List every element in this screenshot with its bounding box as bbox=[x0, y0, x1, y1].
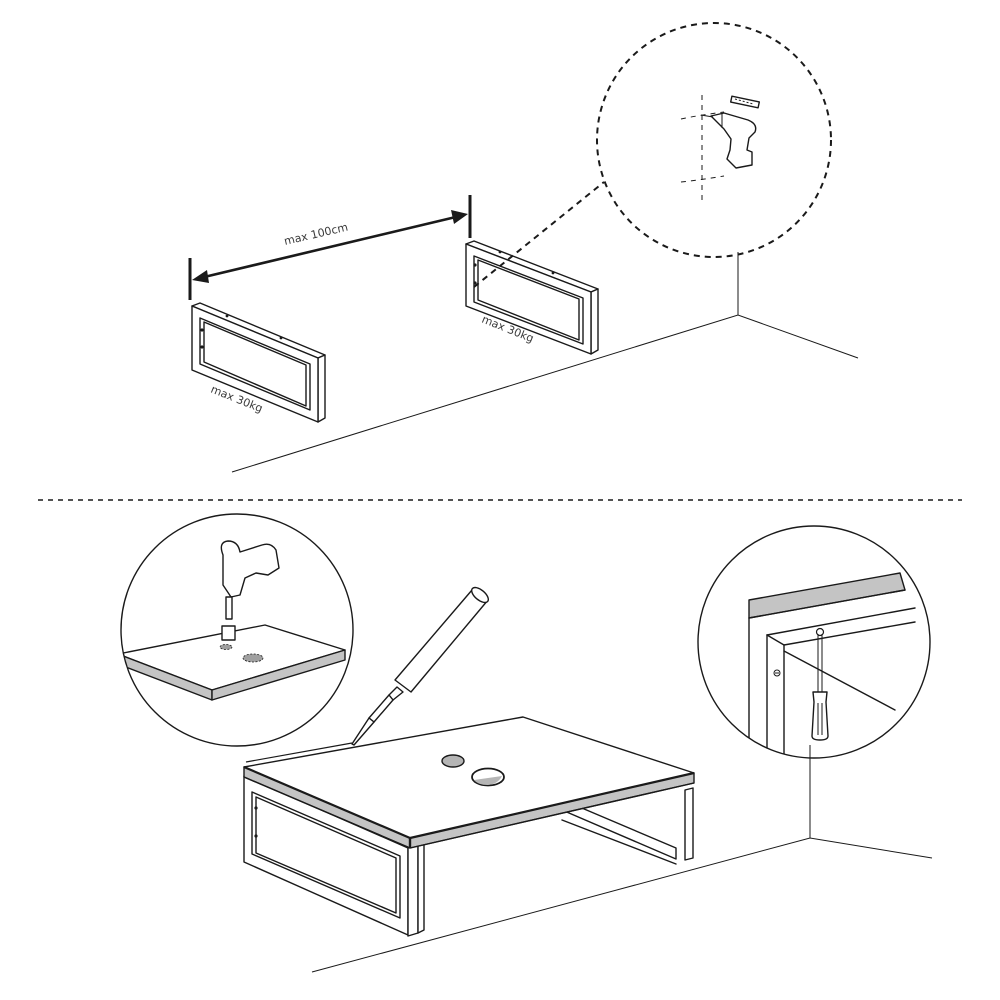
step-2-countertop-install bbox=[120, 513, 933, 973]
callout-circle-right bbox=[697, 525, 931, 759]
detail-callout-screwdriver bbox=[697, 525, 931, 759]
floor-line bbox=[231, 314, 859, 473]
dashed-callout-circle bbox=[596, 22, 832, 258]
dimension-arrow: max 100cm bbox=[188, 195, 472, 300]
detail-callout-drill-countertop bbox=[120, 513, 354, 747]
callout-leader-line bbox=[473, 181, 605, 288]
left-wall-bracket: max 30kg bbox=[191, 302, 326, 423]
countertop bbox=[243, 716, 695, 849]
callout-circle-left bbox=[120, 513, 354, 747]
wall-plug-icon bbox=[729, 95, 761, 109]
step-1-wall-mounting: max 100cm max 30kg max 30kg bbox=[188, 22, 859, 473]
drill-icon bbox=[220, 540, 280, 641]
arrowhead-right-icon bbox=[451, 210, 468, 224]
right-wall-bracket: max 30kg bbox=[465, 240, 599, 355]
drill-icon bbox=[700, 112, 757, 169]
screwdriver-icon bbox=[811, 627, 829, 741]
detail-callout-drill-wall bbox=[596, 22, 832, 258]
silicone-gun-icon bbox=[351, 586, 490, 746]
tap-hole bbox=[441, 754, 465, 768]
arrowhead-left-icon bbox=[192, 270, 209, 283]
